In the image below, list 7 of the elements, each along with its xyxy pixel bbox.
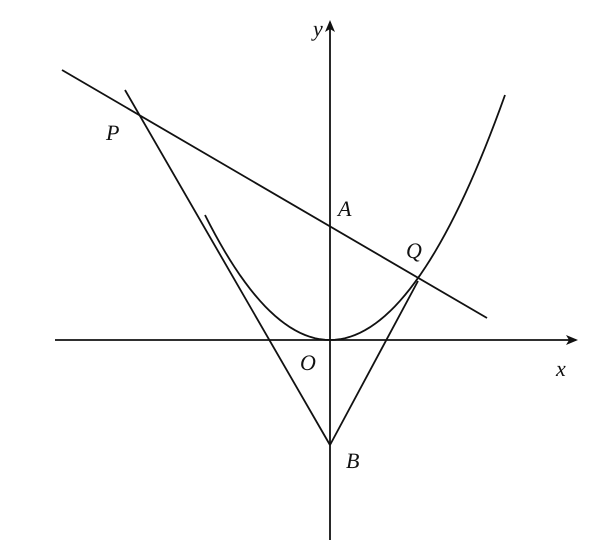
point-label: B	[346, 450, 360, 472]
point-label: O	[300, 352, 316, 374]
point-label: A	[338, 198, 352, 220]
axis-label: y	[313, 18, 323, 40]
axis-label: x	[556, 358, 566, 380]
point-label: Q	[406, 240, 422, 262]
point-label: P	[106, 122, 120, 144]
